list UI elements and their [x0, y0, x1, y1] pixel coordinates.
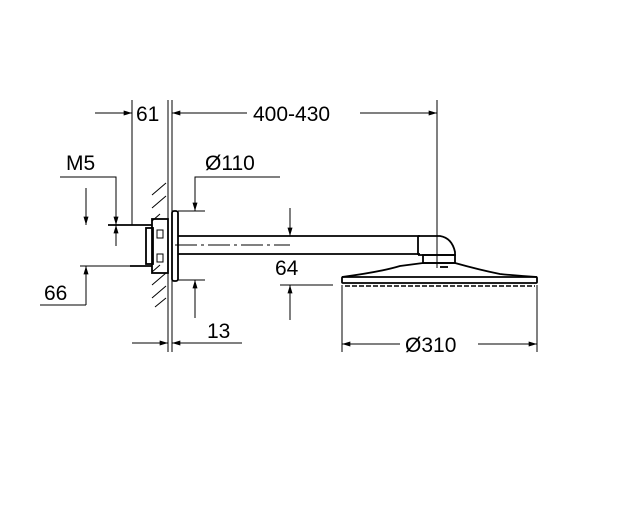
- dimension-66: 66: [44, 282, 67, 305]
- shower-head: [341, 262, 538, 287]
- shower-arm: [175, 235, 456, 264]
- dimension-hole-spacing: 66: [40, 188, 130, 306]
- dimension-d110: Ø110: [205, 152, 255, 175]
- dimension-400-430: 400-430: [253, 103, 330, 126]
- dimension-61: 61: [136, 103, 159, 126]
- dimension-projection: 400-430: [190, 103, 437, 126]
- dimension-head-diameter: Ø310: [341, 285, 538, 357]
- dimension-flange-diameter: Ø110: [178, 152, 280, 318]
- dimension-height: 64: [275, 208, 333, 320]
- dimension-thread: M5: [60, 152, 119, 226]
- dimension-13: 13: [207, 320, 230, 343]
- dimension-wall-depth: 61: [95, 103, 190, 126]
- dimension-64: 64: [275, 257, 299, 280]
- dimension-m5: M5: [66, 152, 95, 175]
- dimension-d310: Ø310: [405, 334, 456, 357]
- wall-hatching: [151, 180, 169, 308]
- dimension-flange-thickness: 13: [132, 320, 242, 346]
- wall-bracket: [108, 218, 169, 274]
- flange: [171, 210, 179, 282]
